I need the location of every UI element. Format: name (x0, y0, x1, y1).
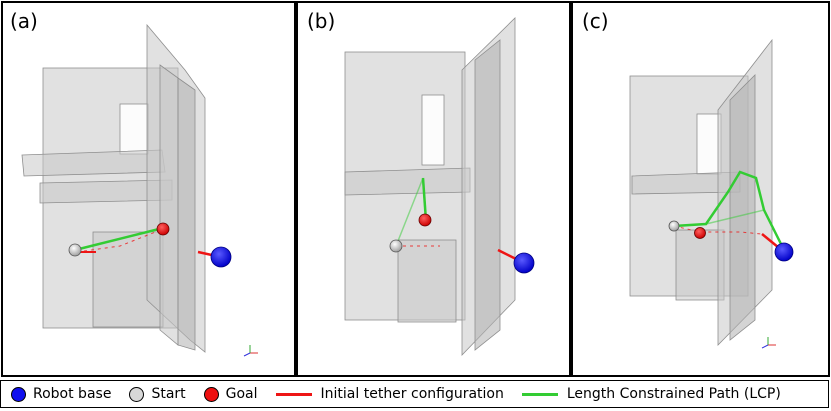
building-model-c (629, 38, 773, 346)
window-b (421, 94, 445, 166)
building-model-b (344, 17, 516, 356)
window-a (119, 103, 149, 155)
inner-block-b (397, 239, 457, 323)
floor-slab-b (344, 167, 471, 196)
goal-marker-b (418, 213, 432, 227)
start-marker-b (389, 239, 403, 253)
tether-hidden-a (76, 228, 164, 253)
legend-goal: Goal (203, 386, 258, 402)
legend-start: Start (129, 386, 186, 402)
robot-base-b (513, 252, 535, 274)
lcp-path-hidden-c (705, 209, 765, 225)
inner-block-c (675, 229, 725, 301)
floor-slab-a (21, 149, 166, 177)
goal-swatch (203, 386, 219, 402)
legend-goal-label: Goal (225, 386, 258, 402)
robot-base-c (774, 242, 794, 262)
initial-tether-swatch (275, 392, 312, 396)
panel-b: (b) (296, 1, 571, 377)
legend-lcp: Length Constrained Path (LCP) (521, 386, 781, 402)
axes-triad-c (761, 337, 776, 349)
axes-triad-a (243, 345, 258, 357)
side-pillar-b (474, 39, 501, 351)
panel-b-label: (b) (307, 9, 335, 33)
legend: Robot base Start Goal Initial tether con… (0, 380, 829, 408)
figure: (a) (b) (1, 1, 830, 377)
panel-c: (c) (571, 1, 830, 377)
goal-marker-c (694, 227, 706, 239)
robot-base-swatch (11, 386, 26, 402)
panel-a-label: (a) (10, 9, 38, 33)
legend-lcp-label: Length Constrained Path (LCP) (566, 386, 781, 402)
start-marker-c (668, 220, 680, 232)
lcp-swatch (521, 392, 558, 396)
lcp-path-a (74, 226, 164, 252)
building-model-a (21, 23, 206, 353)
lcp-path-hidden-b (395, 177, 424, 247)
goal-marker-a (156, 222, 170, 236)
robot-base-a (210, 246, 232, 268)
side-pillar-a (159, 64, 179, 346)
panel-a: (a) (1, 1, 296, 377)
side-pillar-c (729, 74, 756, 341)
legend-robot-base-label: Robot base (33, 386, 112, 402)
window-c (696, 113, 722, 175)
legend-initial-tether: Initial tether configuration (275, 386, 504, 402)
start-swatch (129, 386, 145, 402)
legend-initial-tether-label: Initial tether configuration (320, 386, 504, 402)
legend-robot-base: Robot base (11, 386, 111, 402)
side-pillar-2-a (177, 77, 196, 351)
panel-c-label: (c) (582, 9, 609, 33)
tether-hidden-c (673, 225, 763, 235)
start-marker-a (68, 243, 82, 257)
legend-start-label: Start (151, 386, 186, 402)
